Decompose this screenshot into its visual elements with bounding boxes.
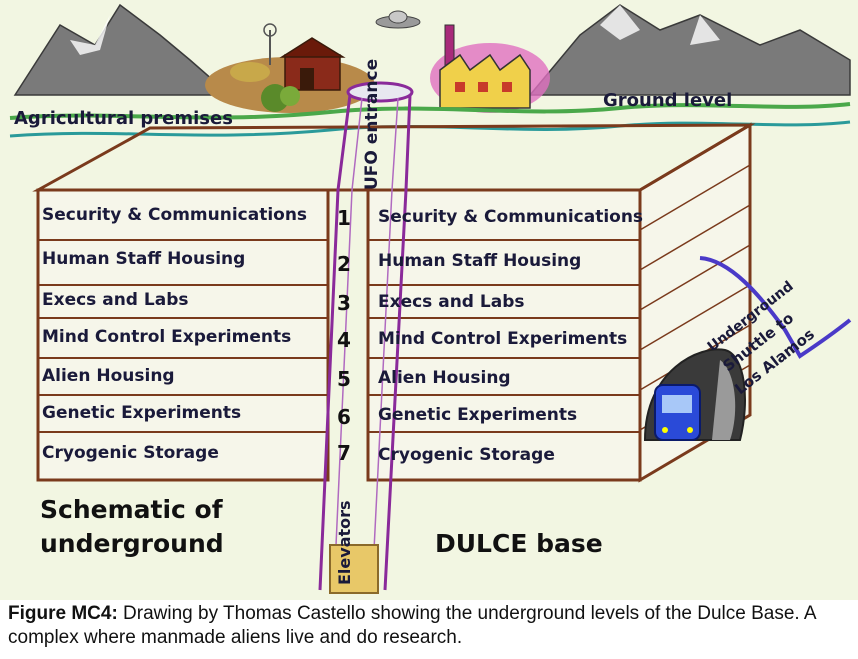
left-level-1-label: Security & Communications [42,205,307,225]
right-level-5-label: Alien Housing [378,368,511,388]
level-number-2: 2 [337,252,351,276]
figure-caption: Figure MC4: Drawing by Thomas Castello s… [0,600,858,659]
right-level-4-label: Mind Control Experiments [378,329,627,349]
right-level-7-label: Cryogenic Storage [378,445,555,465]
elevator-shaft [318,81,414,594]
agricultural-premises-label: Agricultural premises [14,108,233,129]
dulce-base-label: DULCE base [435,529,603,558]
base-right-block [366,188,642,482]
right-level-2-label: Human Staff Housing [378,251,581,271]
base-left-block [36,188,330,482]
ufo-icon [375,10,421,29]
left-level-4-label: Mind Control Experiments [42,327,291,347]
left-level-5-label: Alien Housing [42,366,175,386]
right-level-6-label: Genetic Experiments [378,405,577,425]
level-number-7: 7 [337,441,351,465]
right-level-3-label: Execs and Labs [378,292,524,312]
left-level-7-label: Cryogenic Storage [42,443,219,463]
caption-text: Drawing by Thomas Castello showing the u… [8,603,816,648]
schematic-label-line2: underground [40,529,224,558]
level-number-4: 4 [337,328,351,352]
schematic-label-line1: Schematic of [40,495,224,524]
ufo-entrance-label: UFO entrance [362,59,382,190]
left-level-6-label: Genetic Experiments [42,403,241,423]
shuttle-icon [654,384,701,441]
ground-level-label: Ground level [603,90,732,111]
left-level-2-label: Human Staff Housing [42,249,245,269]
level-numbers: 1 2 3 4 5 6 7 [337,206,351,465]
left-level-3-label: Execs and Labs [42,290,188,310]
level-number-6: 6 [337,405,351,429]
level-number-3: 3 [337,291,351,315]
factory-icon [430,24,550,113]
level-number-1: 1 [337,206,351,230]
right-level-1-label: Security & Communications [378,207,643,227]
caption-figure-label: Figure MC4: [8,603,118,624]
elevators-label: Elevators [335,500,354,585]
farm-icon [205,23,375,113]
level-number-5: 5 [337,367,351,391]
mountains [13,3,851,96]
